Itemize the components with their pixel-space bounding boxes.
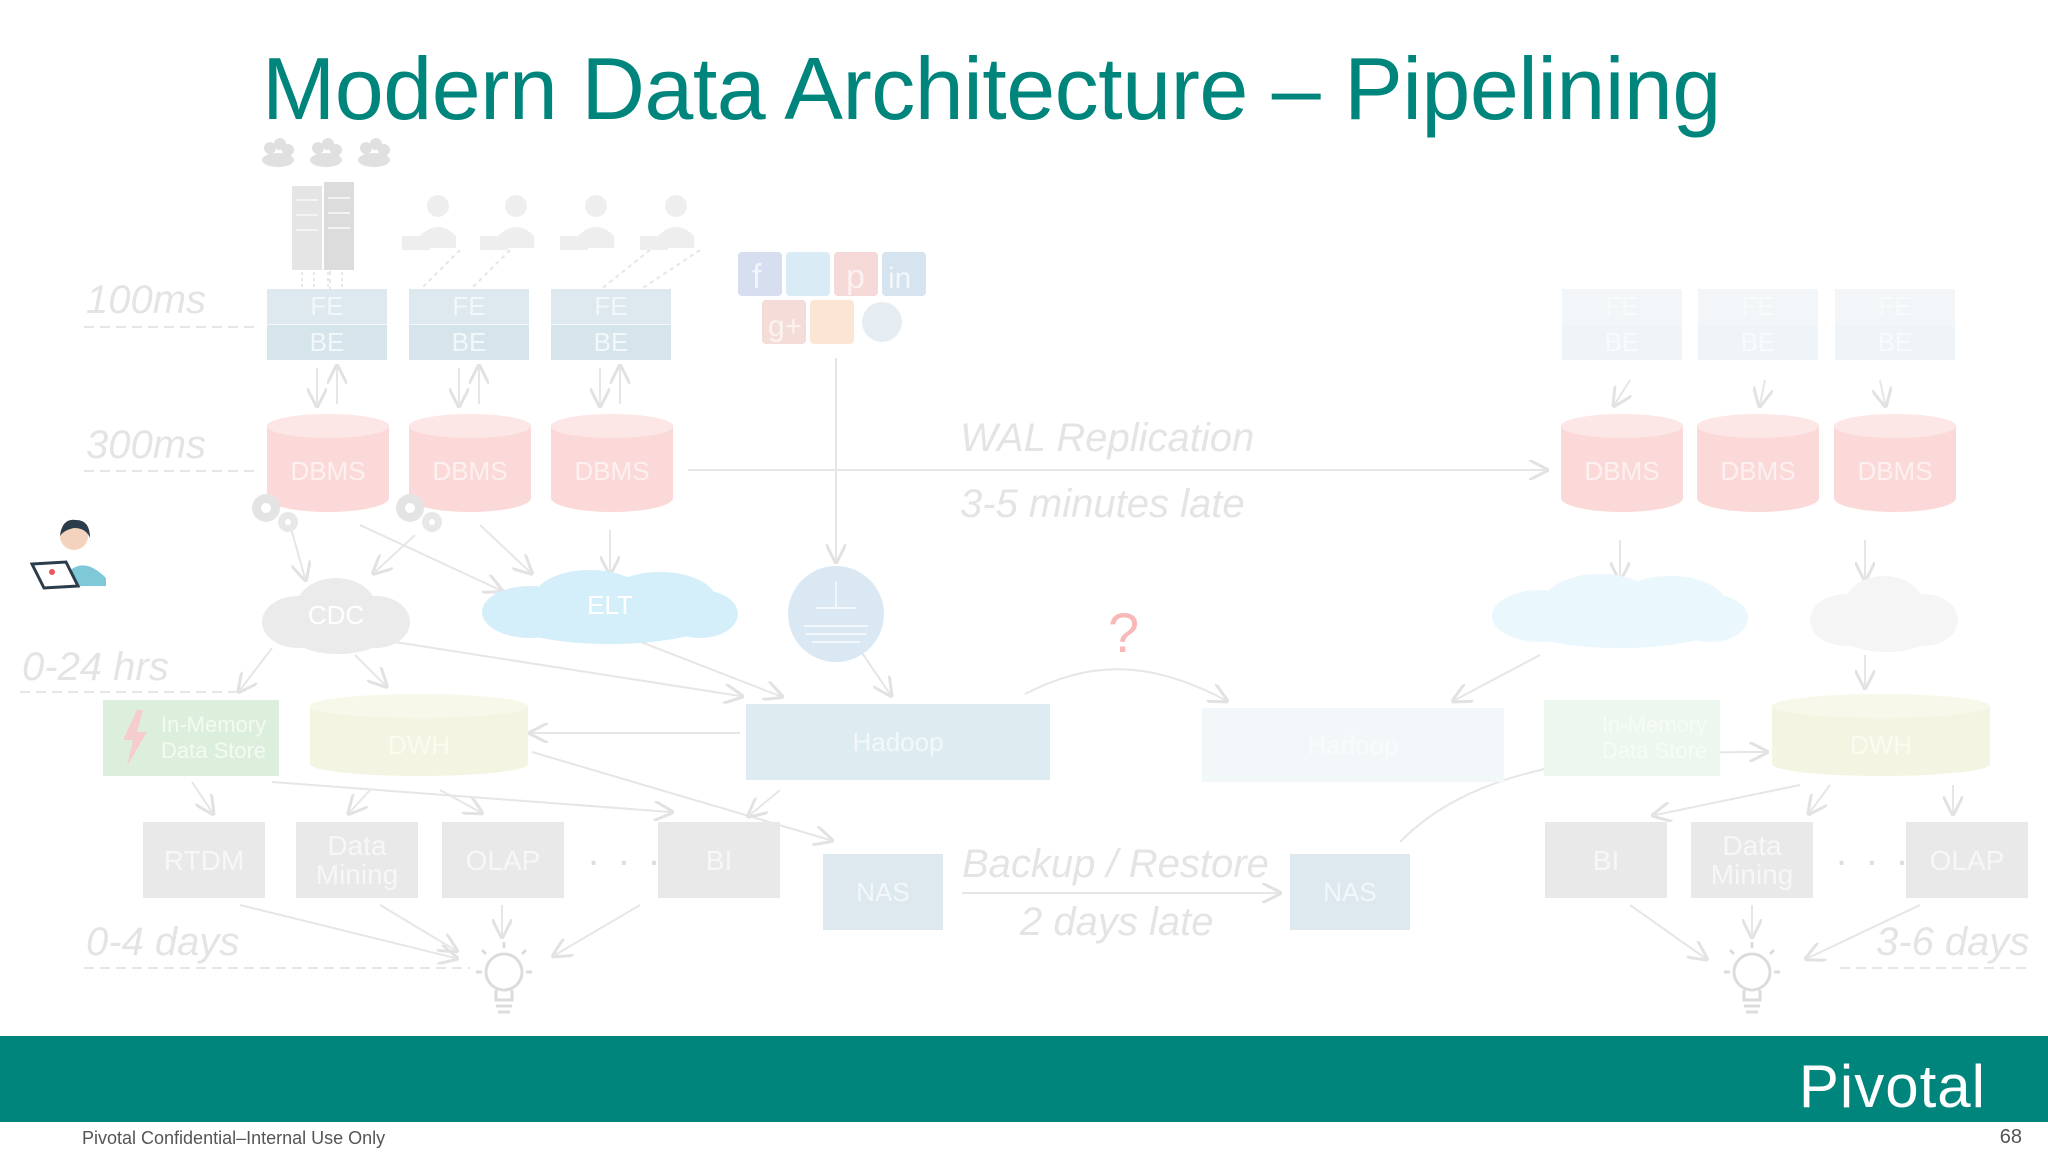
gear-icon <box>396 494 442 532</box>
dbms-3: DBMS <box>551 414 673 512</box>
svg-text:p: p <box>846 258 865 296</box>
svg-text:f: f <box>752 258 762 296</box>
wal-delay-label: 3-5 minutes late <box>960 482 1245 526</box>
lightbulb-icon <box>476 942 532 1014</box>
analyst-user-icon <box>30 519 106 590</box>
slide-title: Modern Data Architecture – Pipelining <box>262 39 1721 138</box>
dwh-right: DWH <box>1772 694 1990 776</box>
nas-box-right: NAS <box>1290 854 1410 930</box>
bi-box-right: BI <box>1545 822 1667 898</box>
dbms-replica-2: DBMS <box>1697 414 1819 512</box>
dbms-1: DBMS <box>267 414 389 512</box>
hadoop-cluster-icon <box>788 566 884 662</box>
cdc-cloud: CDC <box>258 572 414 658</box>
user-groups-icon <box>262 138 390 167</box>
svg-text:in: in <box>888 262 911 295</box>
elt-cloud: ELT <box>480 566 740 648</box>
confidential-notice: Pivotal Confidential–Internal Use Only <box>82 1128 386 1148</box>
pivotal-logo: Pivotal <box>1798 1053 1986 1120</box>
dbms-2: DBMS <box>409 414 531 512</box>
latency-3-6days: 3-6 days <box>1876 920 2030 964</box>
gear-icon <box>252 494 298 532</box>
dbms-replica-1: DBMS <box>1561 414 1683 512</box>
question-mark: ? <box>1108 601 1140 664</box>
backup-delay-label: 2 days late <box>1020 900 1214 944</box>
dwh-left: DWH <box>310 694 528 776</box>
replica-cloud <box>1492 574 1748 648</box>
ellipsis-right: . . . <box>1836 830 1912 874</box>
bi-box: BI <box>658 822 780 898</box>
users-with-laptops-icon <box>402 195 694 250</box>
latency-300ms: 300ms <box>86 423 207 467</box>
olap-box: OLAP <box>442 822 564 898</box>
lightning-icon <box>123 710 147 766</box>
backup-restore-label: Backup / Restore <box>962 842 1269 886</box>
olap-box-right: OLAP <box>1906 822 2028 898</box>
svg-text:g+: g+ <box>768 310 802 343</box>
nas-box-left: NAS <box>823 854 943 930</box>
latency-0-24hrs: 0-24 hrs <box>22 645 169 689</box>
latency-100ms: 100ms <box>86 278 207 322</box>
rtdm-box: RTDM <box>143 822 265 898</box>
lightbulb-icon-right <box>1724 942 1780 1014</box>
social-media-icons: f p in g+ <box>738 252 926 344</box>
hadoop-box-replica: Hadoop <box>1202 708 1504 782</box>
latency-0-4days: 0-4 days <box>86 920 240 964</box>
replica-cloud-2 <box>1810 576 1958 652</box>
wal-replication-label: WAL Replication <box>960 416 1255 460</box>
ellipsis: . . . <box>588 830 664 874</box>
page-number: 68 <box>1999 1126 2022 1148</box>
dbms-replica-3: DBMS <box>1834 414 1956 512</box>
server-rack-icon <box>292 182 354 288</box>
hadoop-box: Hadoop <box>746 704 1050 780</box>
footer-bar: Pivotal <box>0 1036 2048 1122</box>
